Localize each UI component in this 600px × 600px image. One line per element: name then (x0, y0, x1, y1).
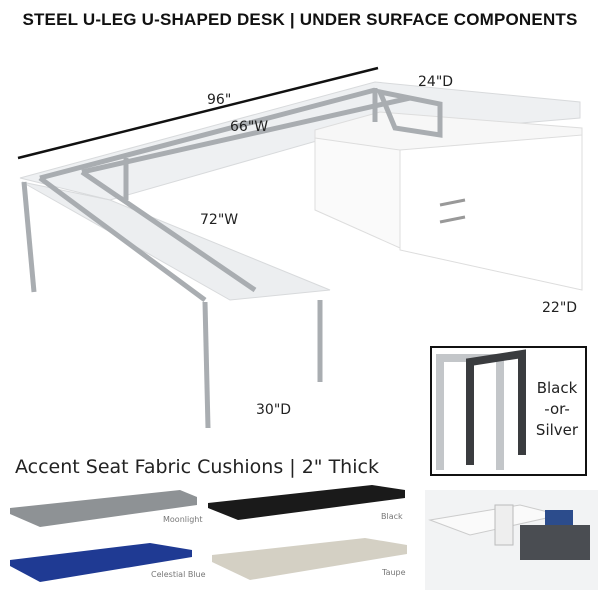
return-depth-label: 24"D (418, 74, 454, 90)
credenza-open-shelf (314, 137, 401, 249)
drawer-handle (439, 198, 466, 207)
cushion-label-black: Black (381, 512, 403, 521)
cushion-label-celestial-blue: Celestial Blue (151, 570, 206, 579)
cushion-label-moonlight: Moonlight (163, 515, 203, 524)
cushion-label-taupe: Taupe (382, 568, 406, 577)
leg-finish-inset (436, 349, 526, 470)
cushions-heading: Accent Seat Fabric Cushions | 2" Thick (15, 456, 379, 478)
leg-finish-text: Black -or- Silver (532, 378, 582, 441)
leg-finish-box (430, 346, 587, 476)
cushion-swatches (10, 485, 407, 582)
desk-surface (21, 181, 331, 301)
desk-depth-label: 30"D (256, 402, 292, 418)
desk-width-label: 72"W (200, 212, 239, 228)
drawer-handle (439, 215, 466, 224)
overall-width-label: 96" (207, 92, 232, 108)
credenza-depth-label: 22"D (542, 300, 578, 316)
finish-silver: Silver (535, 421, 579, 439)
page-title: STEEL U-LEG U-SHAPED DESK | UNDER SURFAC… (22, 10, 578, 29)
width-dimension-line (17, 66, 379, 160)
bridge-width-label: 66"W (230, 119, 269, 135)
credenza-drawers (399, 134, 583, 291)
finish-black: Black (536, 379, 578, 397)
office-photo (425, 490, 598, 590)
finish-or: -or- (544, 400, 570, 418)
steel-frame (21, 87, 443, 429)
